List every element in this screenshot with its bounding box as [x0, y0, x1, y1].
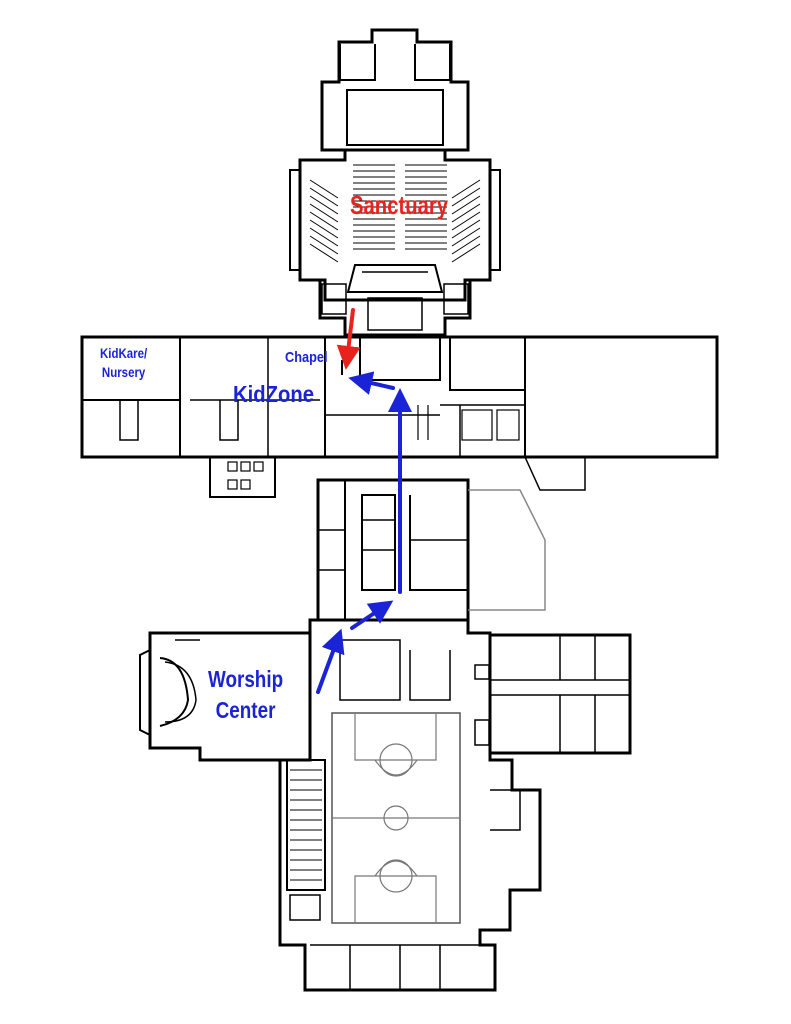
sanctuary-pews [309, 164, 481, 263]
sanctuary-label: Sanctuary [350, 190, 449, 220]
kidkare-label-line1: KidKare/ [100, 345, 148, 361]
worship-label-line1: Worship [208, 666, 284, 692]
red-route [336, 308, 361, 370]
worship-label-line2: Center [215, 697, 276, 723]
sanctuary-building [289, 28, 501, 337]
kidkare-nursery-label: KidKare/ Nursery [100, 344, 147, 382]
blue-route [316, 371, 412, 694]
worship-center-label: Worship Center [208, 664, 283, 726]
kidzone-label: KidZone [233, 381, 314, 407]
gymnasium-building [278, 618, 542, 992]
chapel-label: Chapel [285, 349, 328, 366]
east-classroom-wing [474, 633, 632, 831]
central-corridor-building [316, 478, 546, 622]
kidkare-label-line2: Nursery [101, 364, 146, 380]
